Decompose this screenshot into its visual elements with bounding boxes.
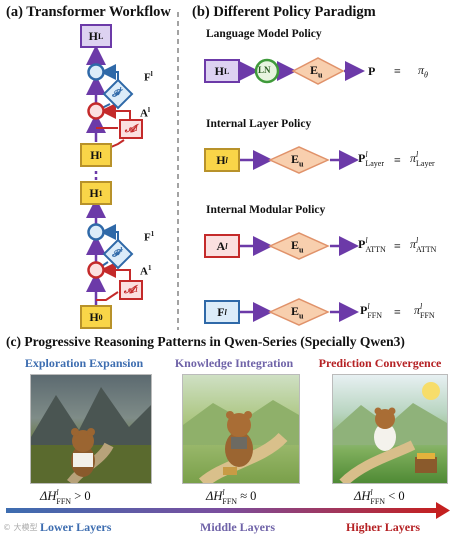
ffn-diamond-upper bbox=[102, 78, 134, 110]
modular-attn-input-label: A bbox=[216, 238, 226, 253]
layer-policy-input-sup: l bbox=[225, 155, 228, 165]
label-a-lower: A1 bbox=[140, 264, 152, 278]
lm-equiv: ≡ bbox=[394, 64, 401, 78]
lm-pi: πθ bbox=[418, 63, 428, 80]
scene-exploration-art bbox=[31, 387, 151, 483]
eu-diamond-attn bbox=[268, 232, 330, 260]
label-f-upper: Fl bbox=[144, 70, 153, 84]
node-h-final-label: H bbox=[88, 28, 98, 43]
ln-label: LN bbox=[258, 65, 271, 75]
lm-policy-input-label: H bbox=[214, 63, 224, 78]
scene-prediction-art bbox=[333, 382, 447, 483]
layer-eu-label: Eu bbox=[291, 152, 304, 169]
ffn-diamond-lower-label: 𝓕1 bbox=[112, 246, 123, 260]
stage-caption-exploration: Exploration Expansion bbox=[24, 356, 144, 370]
layer-policy-title: Internal Layer Policy bbox=[206, 118, 312, 130]
panel-b-title: (b) Different Policy Paradigm bbox=[192, 4, 376, 20]
ffn-eu-label: Eu bbox=[291, 304, 304, 321]
stage-caption-knowledge: Knowledge Integration bbox=[174, 356, 294, 370]
node-h-one-sup: 1 bbox=[98, 188, 103, 198]
residual-add-attn-lower bbox=[87, 261, 105, 279]
scene-image-exploration bbox=[30, 374, 152, 484]
modular-ffn-input-sup: l bbox=[224, 307, 227, 317]
residual-add-attn-upper bbox=[87, 102, 105, 120]
layer-equiv: ≡ bbox=[394, 153, 401, 167]
stage-caption-prediction: Prediction Convergence bbox=[318, 356, 442, 370]
panel-a-title: (a) Transformer Workflow bbox=[6, 4, 171, 20]
eu-diamond-ffn bbox=[268, 298, 330, 326]
eu-diamond-layer bbox=[268, 146, 330, 174]
lm-policy-title: Language Model Policy bbox=[206, 28, 322, 40]
eu-diamond-lm bbox=[291, 57, 345, 85]
attention-box-lower-label: 𝓐 bbox=[123, 283, 135, 296]
scene-knowledge-art bbox=[183, 400, 299, 483]
lm-output: P bbox=[368, 64, 376, 78]
modular-attn-input-sup: l bbox=[225, 241, 228, 251]
node-h-one-label: H bbox=[89, 185, 99, 200]
node-h-final-sup: L bbox=[98, 31, 104, 41]
node-h-zero-sup: 0 bbox=[98, 312, 103, 322]
ffn-diamond-lower bbox=[102, 238, 134, 270]
residual-add-ffn-lower bbox=[87, 223, 105, 241]
residual-add-ffn-upper bbox=[87, 63, 105, 81]
scene-image-prediction bbox=[332, 374, 448, 484]
node-h-zero-label: H bbox=[89, 309, 99, 324]
node-h-layer-label: H bbox=[90, 147, 100, 162]
node-h-layer-sup: l bbox=[99, 150, 102, 160]
attn-equiv: ≡ bbox=[394, 239, 401, 253]
attn-eu-label: Eu bbox=[291, 238, 304, 255]
layer-policy-input-label: H bbox=[216, 152, 226, 167]
layer-gradient-bar bbox=[6, 508, 438, 513]
attention-box-upper-label: 𝓐 bbox=[124, 122, 136, 135]
attention-box-lower-sup: 1 bbox=[134, 286, 139, 294]
lm-eu-label: Eu bbox=[310, 63, 323, 80]
ffn-equiv: ≡ bbox=[394, 305, 401, 319]
modular-policy-title: Internal Modular Policy bbox=[206, 204, 326, 216]
panel-c-title: (c) Progressive Reasoning Patterns in Qw… bbox=[6, 334, 405, 349]
scene-image-knowledge bbox=[182, 374, 300, 484]
watermark: © 大模型 bbox=[3, 523, 38, 532]
layer-gradient-arrowhead bbox=[436, 502, 450, 519]
layer-label-higher: Higher Layers bbox=[346, 520, 421, 534]
ln-circle bbox=[254, 58, 280, 84]
label-a-upper: Al bbox=[140, 106, 150, 120]
attention-box-upper-sup: l bbox=[135, 125, 138, 133]
layer-label-lower: Lower Layers bbox=[40, 520, 112, 534]
ffn-diamond-upper-label: 𝓕l bbox=[112, 86, 122, 100]
lm-policy-input-sup: L bbox=[224, 66, 230, 76]
layer-label-middle: Middle Layers bbox=[200, 520, 275, 534]
modular-ffn-input-label: F bbox=[217, 304, 225, 319]
label-f-lower: F1 bbox=[144, 230, 155, 244]
